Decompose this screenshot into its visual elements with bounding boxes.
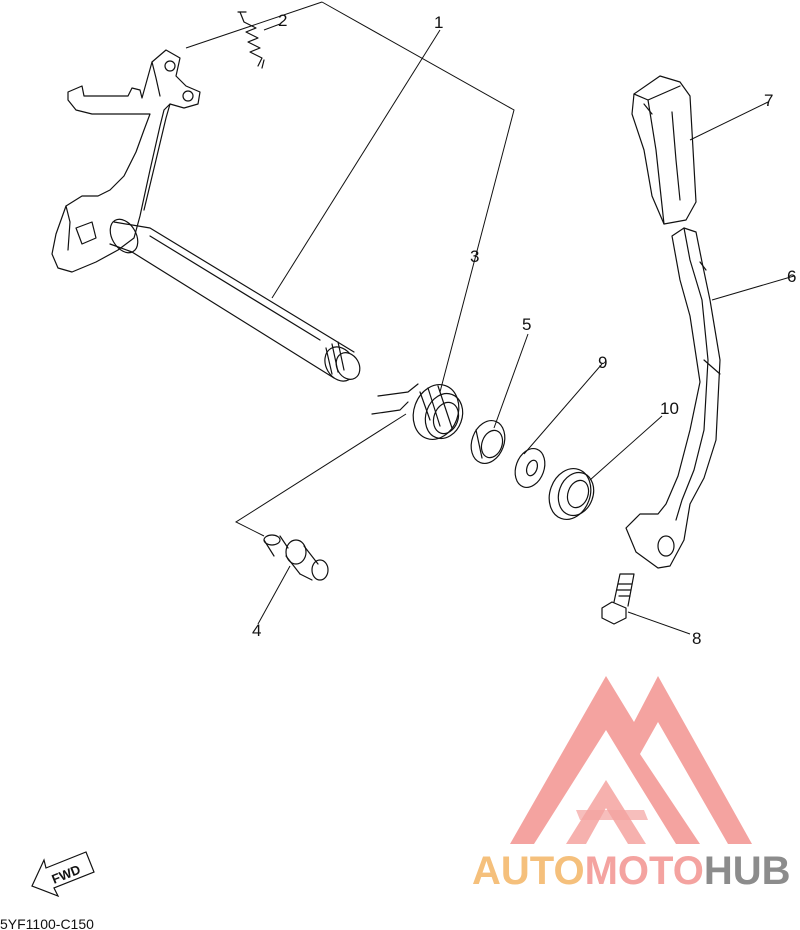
callout-3: 3: [470, 247, 479, 266]
logo-hub-text: HUB: [704, 849, 791, 893]
callout-5: 5: [522, 315, 531, 334]
callout-2: 2: [278, 11, 287, 30]
callout-9: 9: [598, 353, 607, 372]
automotohub-logo-emblem: [510, 676, 752, 844]
bolt-part: [601, 573, 635, 625]
torsion-spring-part: [371, 383, 464, 440]
logo-auto-text: AUTO: [472, 849, 585, 893]
diagram-code: 5YF1100-C150: [0, 916, 94, 930]
pin-part: [263, 534, 329, 581]
callout-1: 1: [434, 13, 443, 32]
oil-seal-part: [548, 468, 595, 520]
callout-8: 8: [692, 629, 701, 648]
callout-10: 10: [660, 399, 679, 418]
washer-part: [514, 448, 546, 488]
pedal-rubber-part: [631, 75, 697, 225]
fwd-arrow-icon: FWD: [31, 851, 95, 898]
spring-part: [237, 11, 265, 69]
callout-4: 4: [252, 621, 261, 640]
shift-pedal-part: [625, 227, 721, 569]
leader-lines: [185, 1, 795, 635]
callout-6: 6: [787, 267, 796, 286]
logo-word-auto: AUTOMOTOHUB: [472, 849, 791, 893]
collar-part: [470, 420, 506, 464]
shift-shaft-part: [51, 49, 361, 382]
callout-7: 7: [764, 91, 773, 110]
logo-moto-text: MOTO: [585, 849, 704, 893]
